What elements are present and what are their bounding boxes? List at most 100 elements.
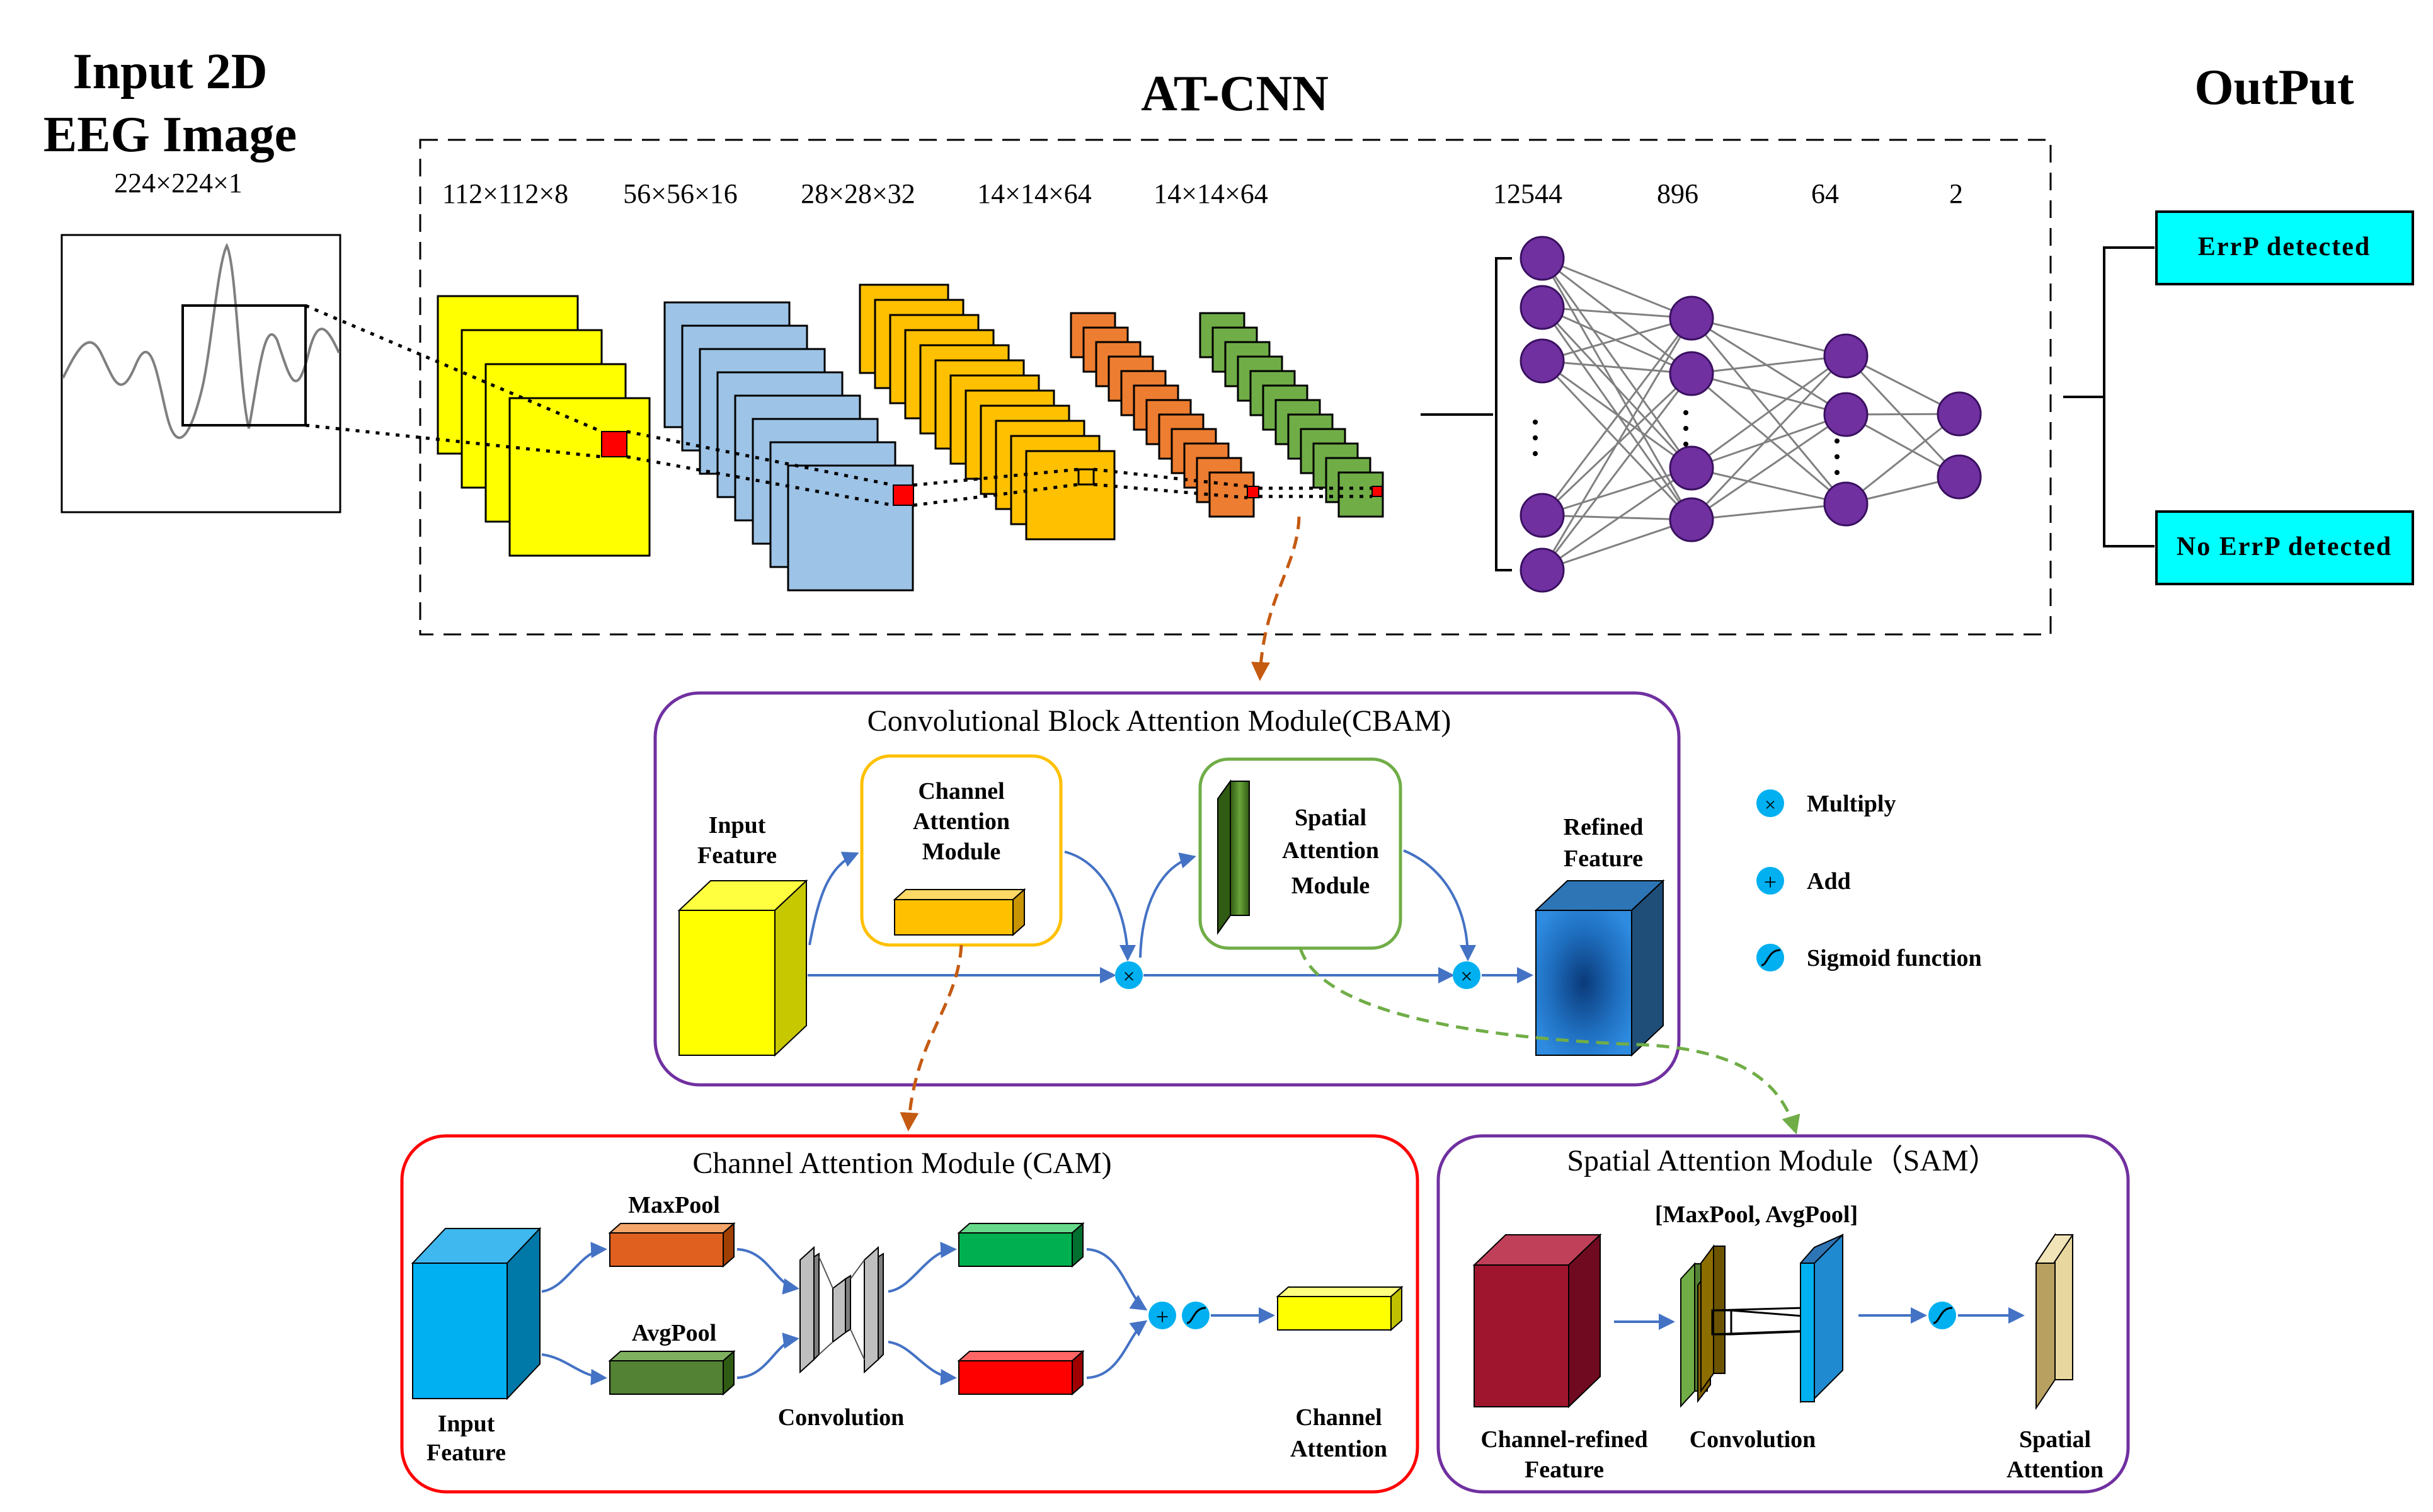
fc-edge xyxy=(1542,257,1692,375)
sam-title: Spatial Attention Module（SAM） xyxy=(1567,1144,1998,1177)
fc-input-bracket xyxy=(1495,257,1512,571)
output-title: OutPut xyxy=(2194,60,2354,115)
fc-edge xyxy=(1691,372,1846,416)
feature-maps-112 xyxy=(437,295,651,557)
channel-attention-line1: Channel xyxy=(1295,1404,1382,1431)
sam-block-line2: Attention xyxy=(1282,837,1379,864)
cam-mlp-output-red xyxy=(957,1349,1085,1396)
legend: × Multiply + Add Sigmoid function xyxy=(1756,789,1982,971)
sam-sigmoid-op xyxy=(1928,1302,1956,1329)
cam-block-line1: Channel xyxy=(918,778,1004,805)
legend-add-icon xyxy=(1756,867,1784,895)
spatial-attention-map xyxy=(2035,1232,2074,1411)
sam-pooled-maps xyxy=(1680,1244,1726,1408)
fc-edge xyxy=(1541,318,1693,516)
maxpool-bar xyxy=(608,1222,736,1268)
fc-edge xyxy=(1542,360,1692,469)
fc-edge xyxy=(1691,413,1846,521)
cam-input-feature-line1: Input xyxy=(438,1411,495,1437)
legend-multiply-label: Multiply xyxy=(1807,791,1896,817)
feature-maps-14b xyxy=(1199,312,1384,518)
cam-input-feature-cube xyxy=(411,1227,542,1400)
fc-edge xyxy=(1691,413,1846,469)
fc-dim-4: 2 xyxy=(1949,178,1963,209)
cbam-flow-arrows xyxy=(808,849,1533,983)
fc-edge xyxy=(1541,318,1693,571)
legend-sigmoid-label: Sigmoid function xyxy=(1807,945,1982,971)
fc-edge xyxy=(1691,317,1846,357)
sam-flow-arrows xyxy=(1614,1307,2025,1330)
fc-dim-3: 64 xyxy=(1811,178,1839,209)
arrow-cbam-to-cam xyxy=(900,944,963,1131)
channel-attention-line2: Attention xyxy=(1290,1436,1387,1462)
fc-edge xyxy=(1691,503,1846,521)
cam-convolution-label: Convolution xyxy=(778,1404,905,1431)
arrow-conv-to-cbam xyxy=(1251,516,1301,681)
output-no-errp-detected: No ErrP detected xyxy=(2155,510,2414,585)
channel-refined-line2: Feature xyxy=(1525,1457,1604,1483)
cam-frame xyxy=(400,1134,1419,1494)
fc-edge xyxy=(1691,467,1846,505)
fc-edge xyxy=(1541,373,1693,571)
svg-text:×: × xyxy=(1765,793,1776,816)
fc-node xyxy=(1937,391,1982,437)
svg-text:×: × xyxy=(1460,965,1472,988)
spatial-attention-module-block: Spatial Attention Module xyxy=(1198,757,1402,950)
feature-maps-28 xyxy=(859,284,1116,541)
conv-dim-5: 14×14×64 xyxy=(1154,178,1268,209)
fc-edge xyxy=(1541,360,1693,521)
sam-convolution-label: Convolution xyxy=(1690,1426,1816,1453)
legend-add-label: Add xyxy=(1807,868,1851,895)
fc-edge xyxy=(1691,355,1846,375)
channel-refined-feature-cube xyxy=(1472,1233,1602,1409)
fc-dim-2: 896 xyxy=(1657,178,1698,209)
fc-edge xyxy=(1542,306,1692,319)
fc-node xyxy=(1669,497,1714,542)
cbam-frame xyxy=(653,691,1681,1087)
fc-node xyxy=(1823,481,1869,527)
cbam-input-feature-cube xyxy=(677,879,808,1057)
fc-edge xyxy=(1542,257,1692,319)
cam-convolution-layers xyxy=(799,1246,884,1374)
fc-node xyxy=(1520,285,1565,330)
cbam-title: Convolutional Block Attention Module(CBA… xyxy=(867,704,1451,738)
refined-feature-cube xyxy=(1534,879,1665,1057)
feature-map-112 xyxy=(508,397,651,557)
svg-text:×: × xyxy=(1123,965,1135,988)
cam-input-feature-line2: Feature xyxy=(426,1440,506,1466)
at-cnn-frame xyxy=(419,139,2052,636)
multiply-op-1: × xyxy=(1115,961,1143,989)
cam-sigmoid-op xyxy=(1182,1302,1210,1329)
feature-maps-14a xyxy=(1070,312,1255,518)
fc-edge xyxy=(1542,518,1692,571)
output-no-errp-detected-label: No ErrP detected xyxy=(2177,532,2392,561)
network-title: AT-CNN xyxy=(1141,66,1329,122)
spatial-attention-line1: Spatial xyxy=(2019,1426,2091,1453)
input-dimension: 224×224×1 xyxy=(114,168,243,198)
fc-node xyxy=(1823,392,1869,437)
sam-block-line3: Module xyxy=(1291,873,1370,899)
projection-lines xyxy=(305,304,1372,507)
multiply-op-2: × xyxy=(1453,961,1480,989)
svg-text:+: + xyxy=(1156,1304,1169,1329)
legend-sigmoid-icon xyxy=(1756,944,1784,971)
output-errp-detected-label: ErrP detected xyxy=(2198,232,2371,261)
cam-title: Channel Attention Module (CAM) xyxy=(692,1147,1111,1180)
fc-ellipsis xyxy=(1533,410,1840,475)
fc-node xyxy=(1520,493,1565,538)
fc-node xyxy=(1669,295,1714,341)
fc-edge xyxy=(1541,306,1693,469)
feature-map-56 xyxy=(787,464,914,592)
legend-multiply-icon xyxy=(1756,789,1784,817)
sam-frame xyxy=(1436,1134,2130,1494)
fc-nodes xyxy=(1520,236,1982,593)
output-errp-detected: ErrP detected xyxy=(2155,210,2414,285)
fc-edge xyxy=(1691,355,1846,469)
conv-dim-2: 56×56×16 xyxy=(623,178,738,209)
channel-refined-line1: Channel-refined xyxy=(1480,1426,1647,1453)
svg-text:+: + xyxy=(1764,869,1777,895)
sam-conv-map xyxy=(1800,1233,1843,1404)
fc-edge xyxy=(1845,413,1960,505)
fc-edge xyxy=(1542,317,1692,362)
